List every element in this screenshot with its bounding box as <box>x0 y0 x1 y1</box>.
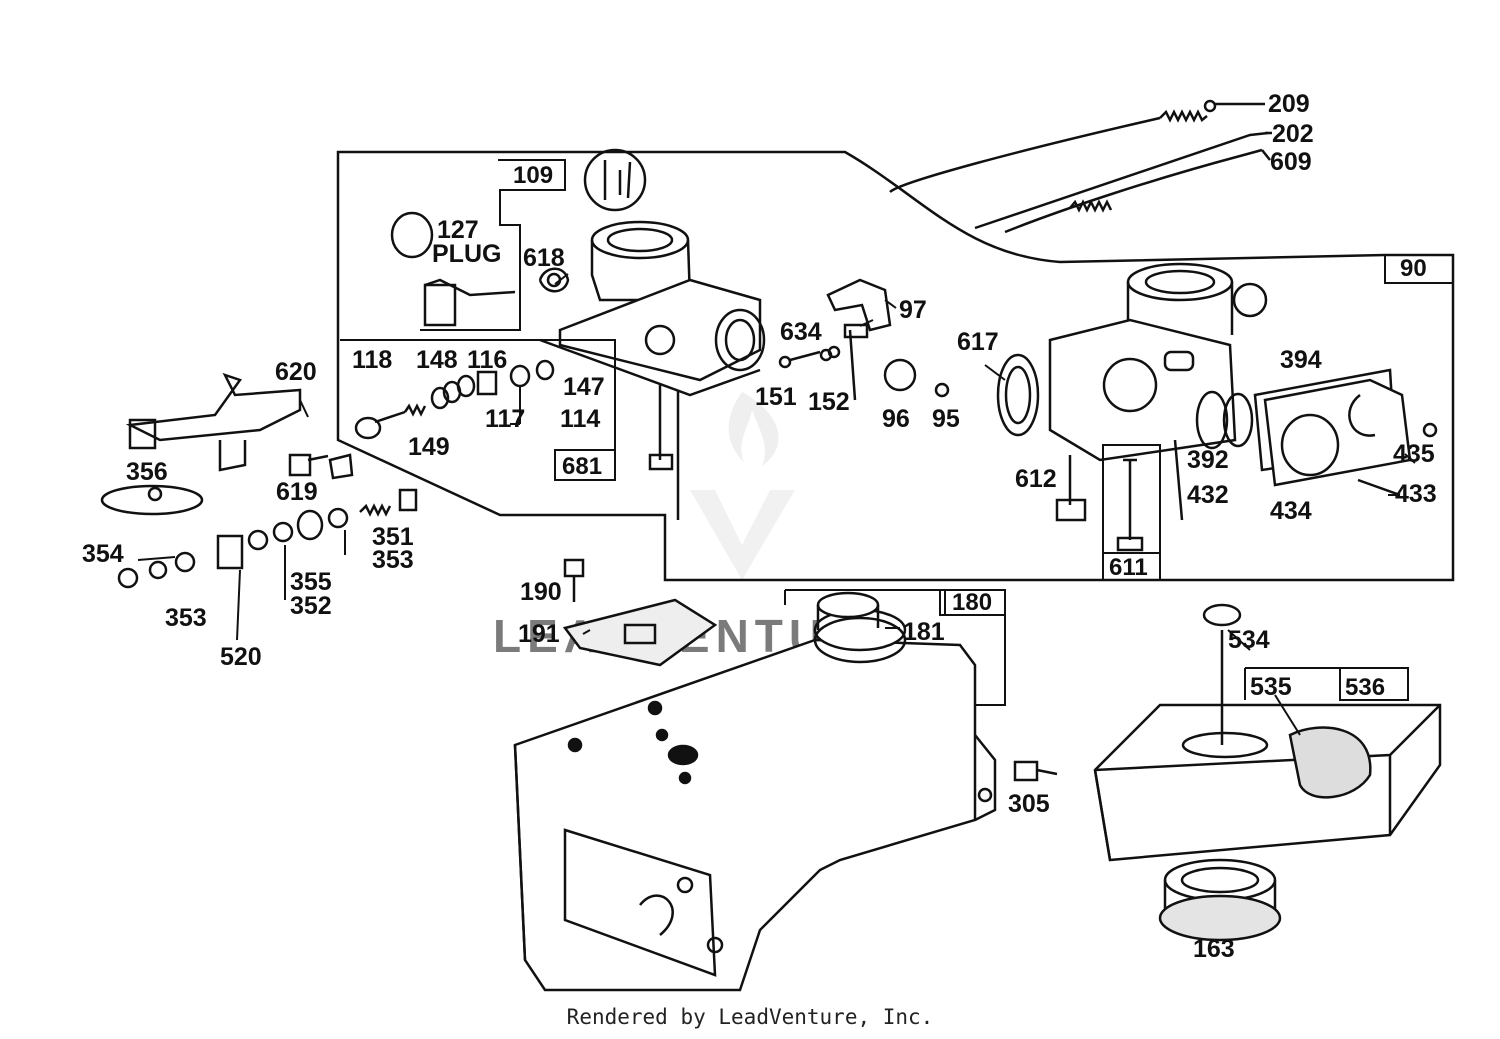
box-681 <box>340 339 616 481</box>
callout-149: 149 <box>408 433 450 461</box>
callout-435: 435 <box>1393 440 1435 468</box>
part-callouts: 209 202 609 109 127 PLUG 618 97 634 617 … <box>82 90 1437 963</box>
callout-394: 394 <box>1280 346 1322 374</box>
small-hardware <box>117 488 418 589</box>
throttle-shaft-618 <box>423 267 570 327</box>
callout-96: 96 <box>882 405 910 433</box>
governor-link-rods <box>889 99 1272 234</box>
leader-lines <box>137 273 1416 736</box>
callout-535: 535 <box>1250 673 1292 701</box>
tank-gasket-191 <box>562 558 718 667</box>
callout-617: 617 <box>957 328 999 356</box>
label-boxes <box>939 254 1454 701</box>
callout-151: 151 <box>755 383 797 411</box>
callout-432: 432 <box>1187 481 1229 509</box>
callout-148: 148 <box>416 346 458 374</box>
callout-609: 609 <box>1270 148 1312 176</box>
callout-619: 619 <box>276 478 318 506</box>
callout-147: 147 <box>563 373 605 401</box>
callout-109: 109 <box>513 162 553 189</box>
callout-612: 612 <box>1015 465 1057 493</box>
callout-305: 305 <box>1008 790 1050 818</box>
callout-114: 114 <box>560 405 600 433</box>
callout-681: 681 <box>562 453 602 480</box>
fuel-tank <box>513 638 997 992</box>
callout-611: 611 <box>1109 554 1148 581</box>
callout-618: 618 <box>523 244 565 272</box>
callout-352: 352 <box>290 592 332 620</box>
governor-bracket <box>100 372 354 516</box>
callout-433: 433 <box>1395 480 1437 508</box>
callout-180: 180 <box>952 589 992 616</box>
callout-534: 534 <box>1228 626 1270 654</box>
air-filter-163 <box>1158 858 1282 942</box>
nut-305 <box>1013 760 1058 782</box>
callout-97: 97 <box>899 296 927 324</box>
callout-163: 163 <box>1193 935 1235 963</box>
needle-valve-parts <box>354 359 555 440</box>
callout-392: 392 <box>1187 446 1229 474</box>
gaskets-and-diaphragm <box>1195 368 1438 497</box>
box-611 <box>1102 444 1161 581</box>
callout-116: 116 <box>467 346 507 374</box>
callout-434: 434 <box>1270 497 1312 525</box>
callout-520: 520 <box>220 643 262 671</box>
callout-117: 117 <box>485 405 525 433</box>
box-109 <box>420 159 566 331</box>
credit-line: Rendered by LeadVenture, Inc. <box>566 1005 934 1029</box>
callout-355: 355 <box>290 568 332 596</box>
callout-634: 634 <box>780 318 822 346</box>
carburetor-group-outline <box>336 150 1455 582</box>
callout-353-left: 353 <box>165 604 207 632</box>
air-cleaner-536 <box>1093 603 1442 862</box>
carburetor-right <box>996 262 1268 522</box>
callout-90: 90 <box>1400 255 1427 282</box>
choke-and-screws <box>778 278 950 401</box>
callout-95: 95 <box>932 405 960 433</box>
callout-118: 118 <box>352 346 392 374</box>
callout-152: 152 <box>808 388 850 416</box>
callout-353-right: 353 <box>372 546 414 574</box>
carburetor-left <box>539 148 766 520</box>
callout-354: 354 <box>82 540 124 568</box>
callout-202: 202 <box>1272 120 1314 148</box>
welch-plug-127 <box>390 211 434 259</box>
box-180 <box>784 589 1006 706</box>
callout-209: 209 <box>1268 90 1310 118</box>
callout-127: 127 <box>437 216 479 244</box>
callout-351: 351 <box>372 523 414 551</box>
callout-356: 356 <box>126 458 168 486</box>
callout-536: 536 <box>1345 674 1385 701</box>
callout-620: 620 <box>275 358 317 386</box>
fuel-cap-181 <box>813 591 907 664</box>
callout-191: 191 <box>518 620 560 648</box>
callout-181: 181 <box>903 618 945 646</box>
callout-190: 190 <box>520 578 562 606</box>
callout-plug: PLUG <box>432 240 501 268</box>
